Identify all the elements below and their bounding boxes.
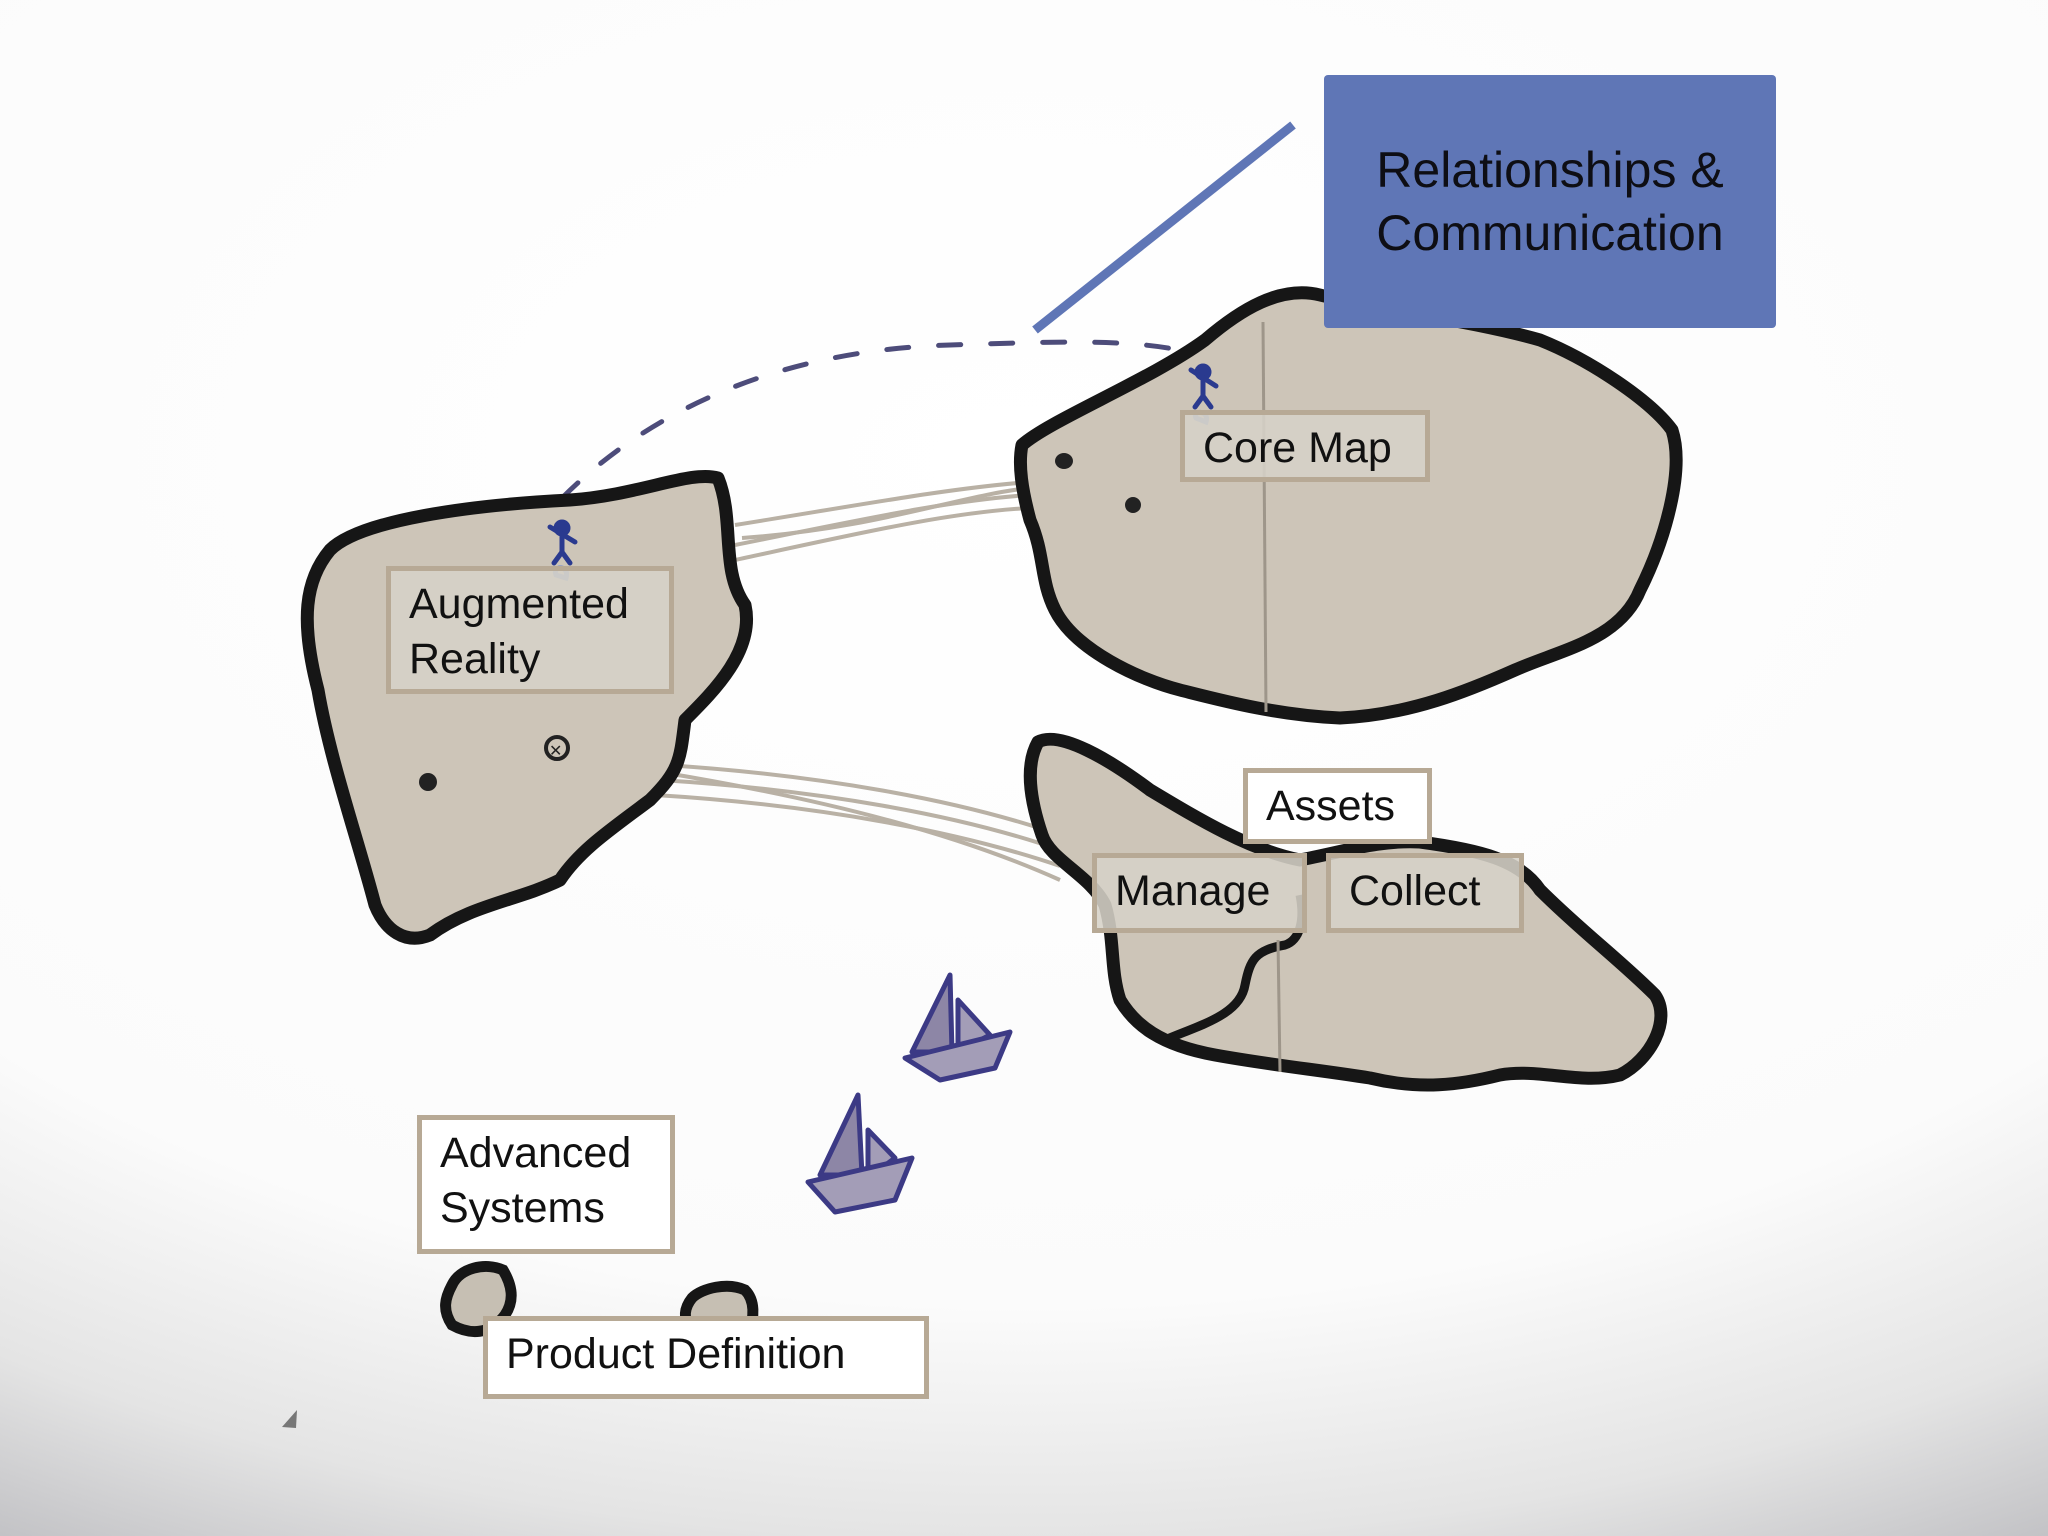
label-collect: Collect	[1326, 853, 1524, 933]
callout-relationships-communication: Relationships & Communication	[1324, 75, 1776, 328]
callout-leader-line	[1032, 121, 1296, 334]
island-divider	[1261, 321, 1268, 713]
label-augmented-reality: Augmented Reality	[386, 566, 674, 694]
rock-icon	[440, 1261, 517, 1338]
map-marker-icon	[1125, 497, 1141, 513]
bridge-augmented-to-core	[734, 480, 1031, 562]
label-core-map: Core Map	[1180, 410, 1430, 482]
island-augmented-reality	[300, 469, 753, 945]
label-manage: Manage	[1092, 853, 1307, 933]
label-product-definition: Product Definition	[483, 1316, 929, 1399]
boat-icon	[902, 972, 1013, 1083]
map-marker-icon	[419, 773, 437, 791]
boat-icon	[805, 1092, 915, 1215]
callout-text: Relationships & Communication	[1376, 142, 1724, 261]
travel-route-dashed	[559, 339, 1191, 501]
island-core-map	[1013, 286, 1683, 725]
crosshair-glyph: ✕	[549, 741, 562, 760]
bridge-augmented-to-assets	[654, 763, 1061, 882]
label-assets: Assets	[1243, 768, 1432, 844]
island-divider	[1276, 939, 1282, 1073]
label-advanced-systems: Advanced Systems	[417, 1115, 675, 1254]
map-marker-icon	[544, 735, 570, 761]
sketch-mark	[282, 1410, 297, 1428]
map-marker-icon	[1055, 453, 1073, 469]
